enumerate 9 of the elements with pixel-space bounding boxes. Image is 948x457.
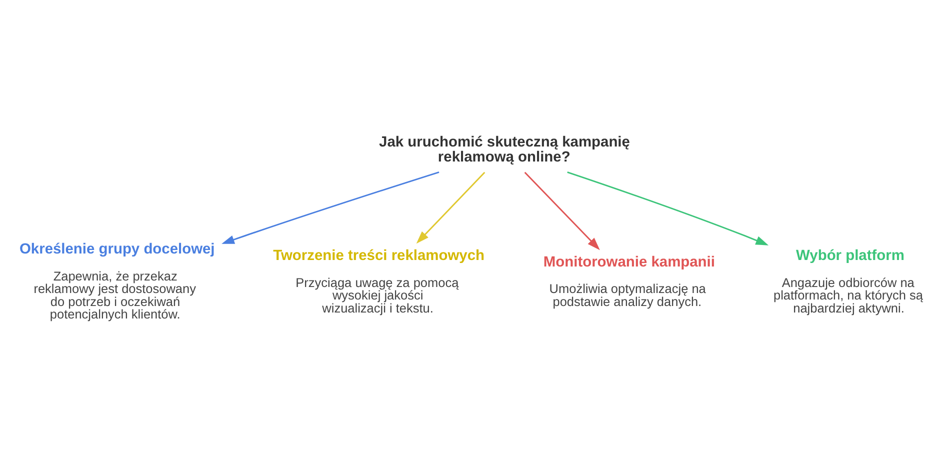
node-text: Wybór platform Angazuje odbiorców na platformach, na których są najbardziej aktywni. — [773, 247, 924, 315]
arrow — [222, 170, 440, 244]
arrow — [524, 171, 600, 250]
node-text: Monitorowanie kampanii Umożliwia optymalizację na podstawie analizy danych. — [543, 254, 715, 308]
arrow — [567, 170, 769, 245]
node-text: Tworzenie treści reklamowych Przyciąga uwagę za pomocą wysokiej jakości wizualizacji i tekstu. — [273, 247, 484, 315]
node-text: Jak uruchomić skuteczną kampanię reklamową online? — [379, 134, 630, 165]
node-text: Określenie grupy docelowej Zapewnia, że przekaz reklamowy jest dostosowany do potrzeb i oczekiwań potencjalnych klientów. — [19, 241, 215, 322]
arrow — [416, 171, 486, 244]
